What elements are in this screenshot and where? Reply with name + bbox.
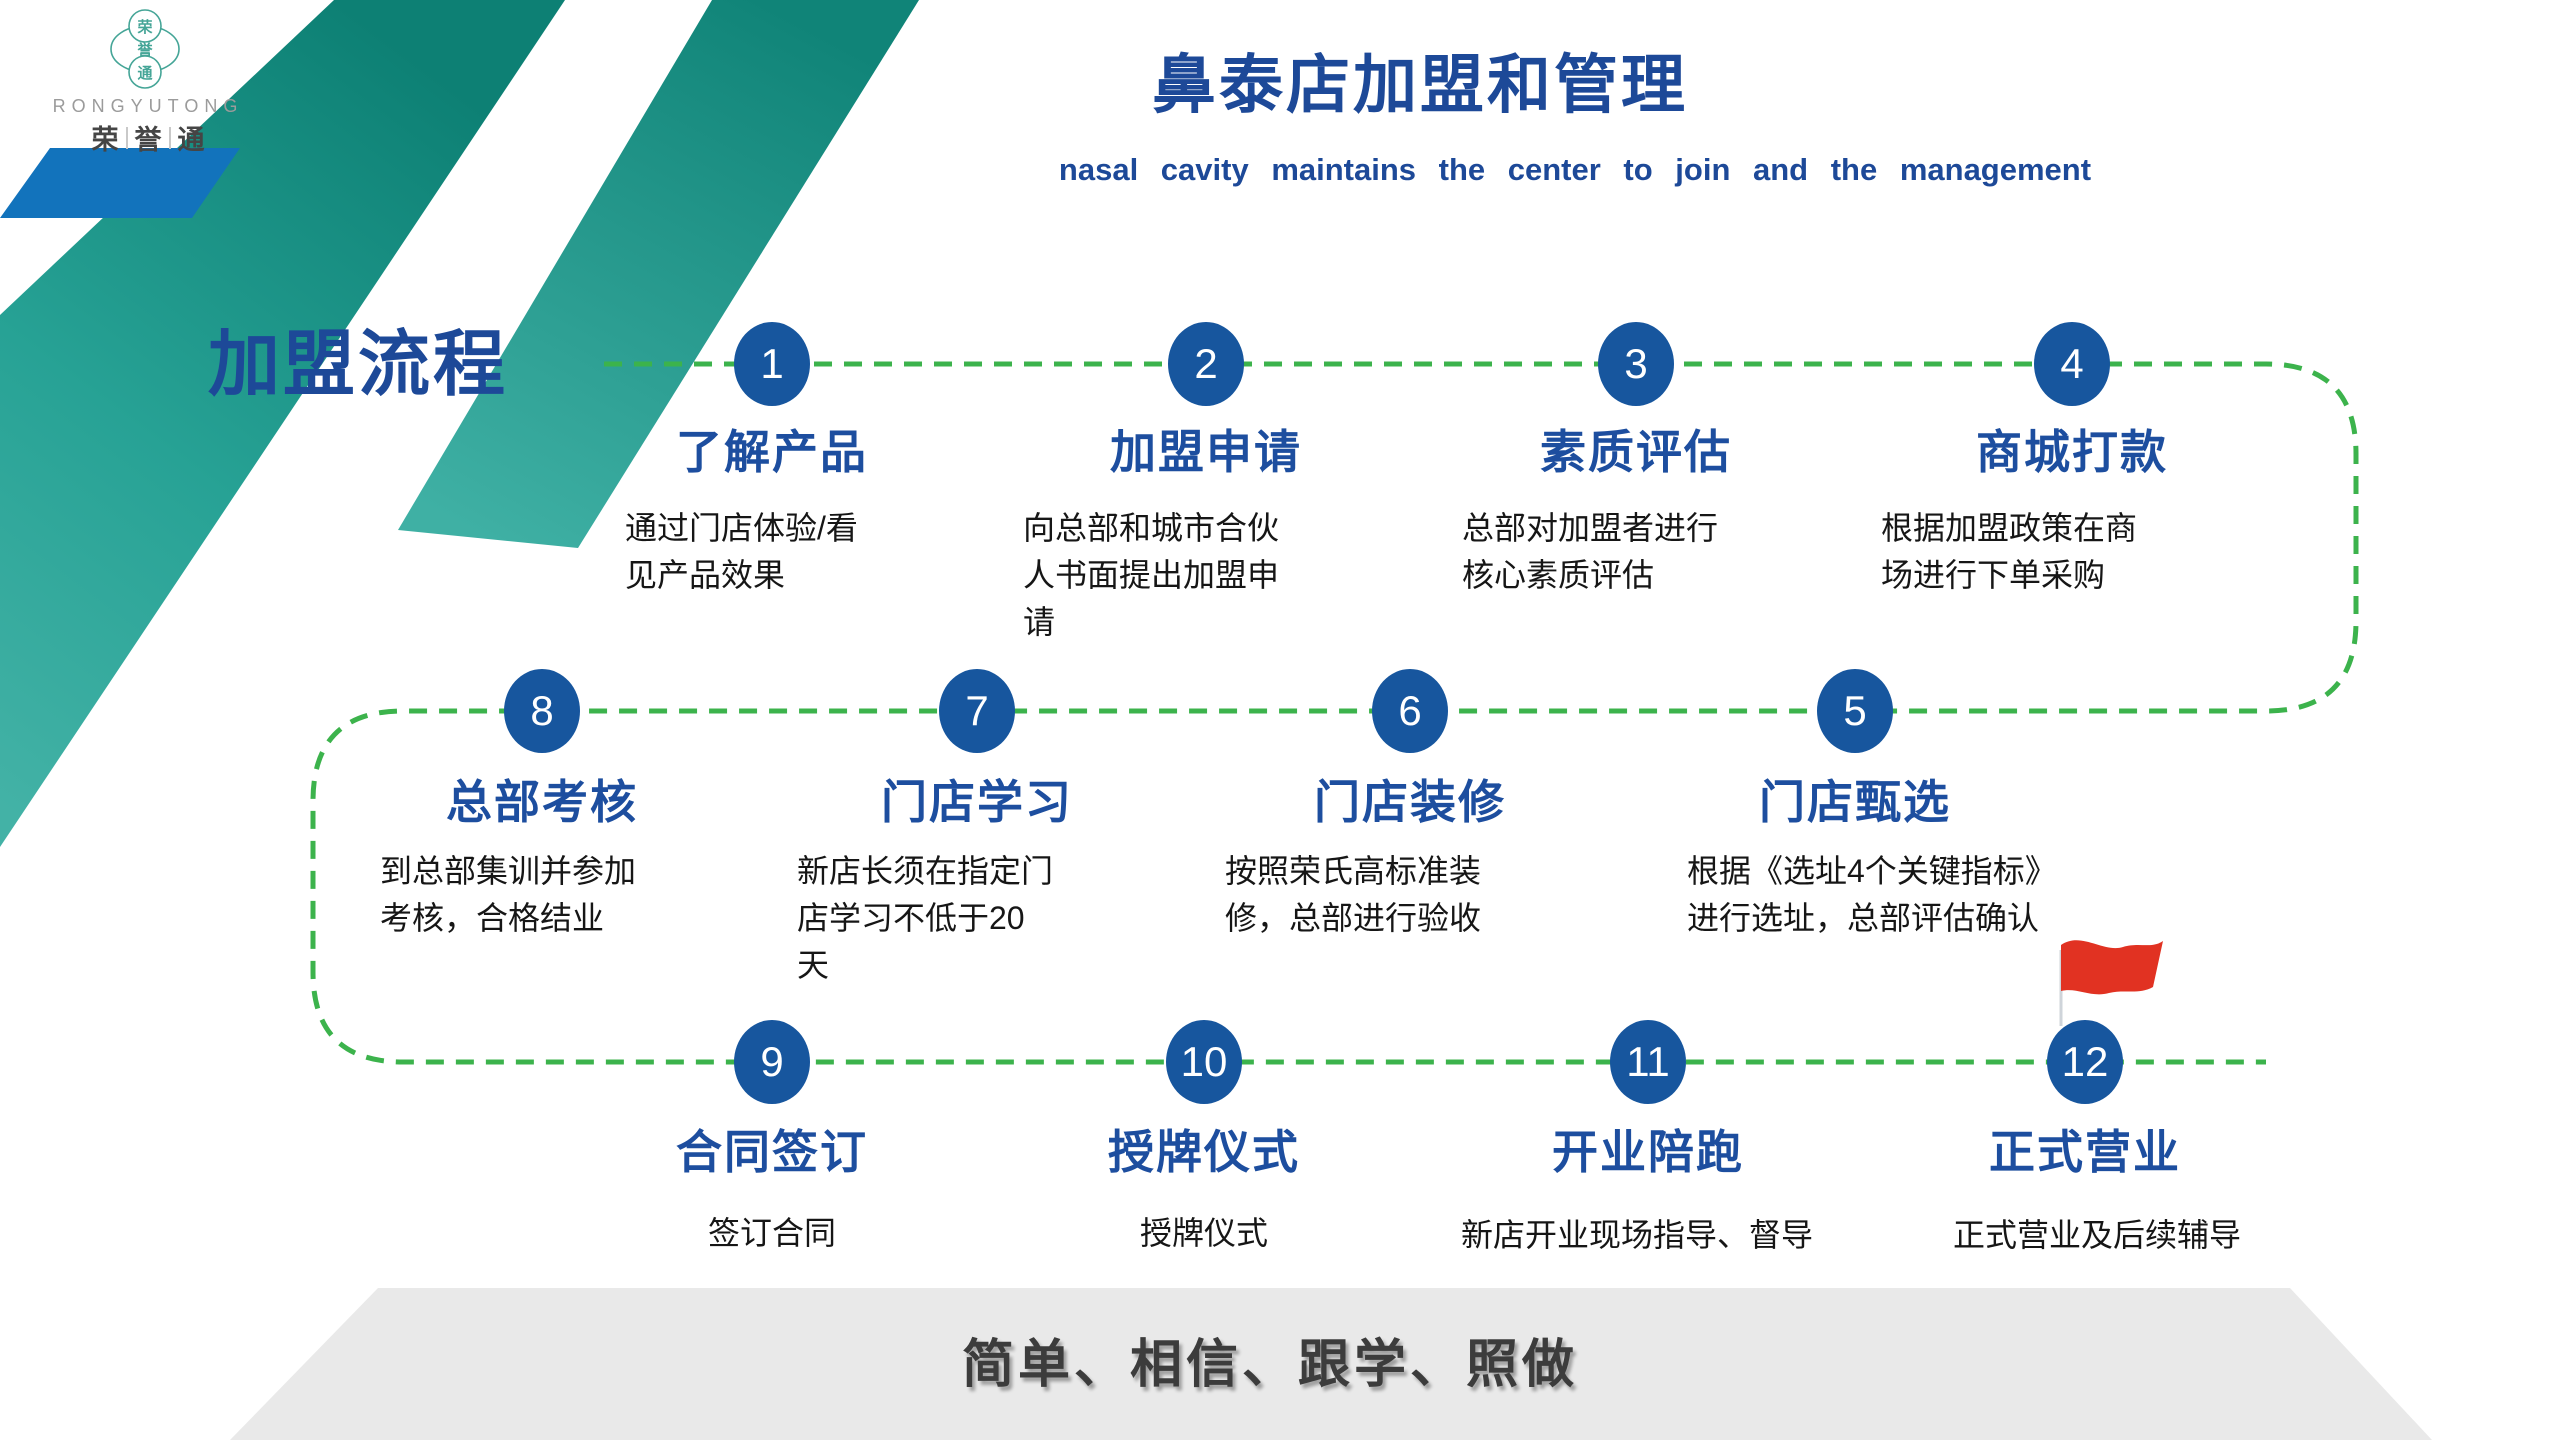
step-number-badge: 8 [504, 669, 580, 753]
step-description: 根据《选址4个关键指标》 进行选址，总部评估确认 [1687, 853, 2057, 936]
step-description: 授牌仪式 [1139, 1215, 1268, 1251]
step-number-badge: 5 [1817, 669, 1893, 753]
step-title: 门店学习 [881, 776, 1073, 828]
step-title: 门店甄选 [1759, 776, 1951, 828]
emblem-char-2: 誉 [136, 41, 153, 59]
flow-dashed-path [310, 361, 2359, 1065]
step-title: 门店装修 [1314, 776, 1506, 828]
footer-slogan: 简单、相信、跟学、照做 [961, 1336, 1578, 1394]
step-title: 合同签订 [676, 1126, 868, 1178]
emblem-char-3: 通 [137, 65, 152, 82]
step-title: 加盟申请 [1110, 426, 1302, 478]
logo-latin-name: RONGYUTONG [52, 96, 244, 116]
step-description: 新店长须在指定门 店学习不低于20 天 [797, 853, 1054, 983]
step-title: 了解产品 [676, 426, 868, 478]
step-description: 总部对加盟者进行 核心素质评估 [1462, 510, 1719, 593]
step-title: 正式营业 [1989, 1126, 2181, 1178]
logo-name-char: 通 [177, 125, 205, 155]
step-title: 授牌仪式 [1108, 1126, 1300, 1178]
step-number-badge: 7 [939, 669, 1015, 753]
red-flag-icon [2061, 940, 2163, 995]
step-number-badge: 11 [1610, 1020, 1686, 1104]
page-subtitle: nasal cavity maintains the center to joi… [1058, 152, 2092, 187]
step-title: 商城打款 [1976, 426, 2168, 478]
logo-name-char: 誉 [134, 125, 162, 155]
step-number-badge: 12 [2047, 1020, 2123, 1104]
blue-parallelogram [0, 148, 240, 218]
logo-name-divider [168, 126, 171, 149]
logo-name-char: 荣 [91, 125, 119, 155]
rongyutong-emblem-icon [110, 9, 180, 89]
teal-ribbon-small [398, 0, 919, 548]
section-title: 加盟流程 [208, 325, 509, 405]
step-number-badge: 10 [1166, 1020, 1242, 1104]
step-description: 根据加盟政策在商 场进行下单采购 [1881, 510, 2138, 593]
step-description: 向总部和城市合伙 人书面提出加盟申 请 [1023, 510, 1280, 640]
step-title: 总部考核 [446, 776, 638, 828]
emblem-characters: 荣 誉 通 [136, 18, 153, 82]
step-number-badge: 4 [2034, 322, 2110, 406]
step-number-badge: 9 [734, 1020, 810, 1104]
step-description: 通过门店体验/看 见产品效果 [625, 510, 858, 593]
step-description: 正式营业及后续辅导 [1953, 1217, 2242, 1253]
footer-trapezoid [230, 1288, 2432, 1440]
step-number-badge: 1 [734, 322, 810, 406]
logo-chinese-name: 荣 誉 通 [28, 118, 268, 157]
step-description: 按照荣氏高标准装 修，总部进行验收 [1225, 853, 1482, 936]
emblem-char-1: 荣 [136, 18, 153, 36]
step-number-badge: 2 [1168, 322, 1244, 406]
step-description: 签订合同 [707, 1215, 836, 1251]
step-number-badge: 3 [1598, 322, 1674, 406]
step-description: 新店开业现场指导、督导 [1461, 1217, 1814, 1253]
step-description: 到总部集训并参加 考核，合格结业 [380, 853, 637, 936]
step-title: 素质评估 [1540, 426, 1732, 478]
logo-name-divider [125, 126, 128, 149]
step-number-badge: 6 [1372, 669, 1448, 753]
step-title: 开业陪跑 [1552, 1126, 1744, 1178]
page-title: 鼻泰店加盟和管理 [1152, 49, 1688, 121]
